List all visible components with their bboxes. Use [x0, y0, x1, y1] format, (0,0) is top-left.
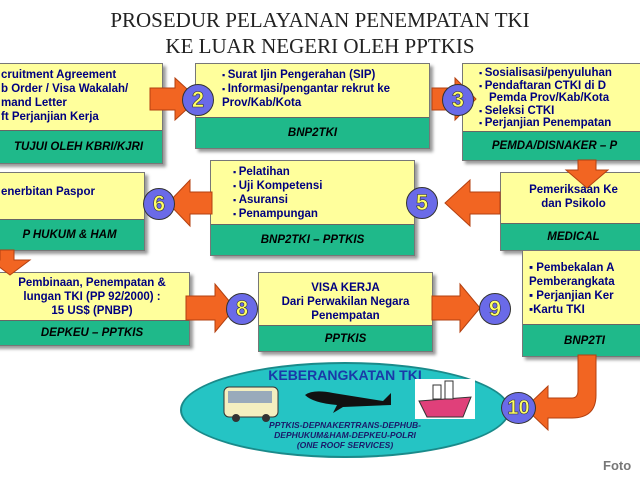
- step-5-box: Pelatihan Uji Kompetensi Asuransi Penamp…: [210, 160, 415, 256]
- step-7-item: lungan TKI (PP 92/2000) :: [23, 291, 161, 303]
- step-3-item: Pemda Prov/Kab/Kota: [489, 92, 610, 104]
- step-4-item: Pemeriksaan Ke: [529, 184, 618, 196]
- step-8-item: Dari Perwakilan Negara: [281, 296, 410, 308]
- departure-line: DEPHUKUM&HAM-DEPKEU-POLRI: [274, 430, 416, 440]
- step-3-item: Pendaftaran CTKI di D: [479, 80, 640, 93]
- step-8-item: Penempatan: [311, 310, 380, 322]
- bus-icon: [223, 386, 279, 422]
- arrow-icon-6: [167, 178, 213, 228]
- step-5-item: Pelatihan: [233, 165, 408, 179]
- step-1-items: cruitment Agreement b Order / Visa Wakal…: [0, 64, 162, 132]
- step-6-box: enerbitan Paspor P HUKUM & HAM: [0, 172, 145, 251]
- step-9-item: ▪Kartu TKI: [529, 304, 585, 316]
- step-9-item: Pemberangkata: [529, 276, 615, 288]
- step-5-item: Uji Kompetensi: [233, 179, 408, 193]
- step-1-item: mand Letter: [1, 97, 67, 109]
- ship-icon: [418, 380, 472, 418]
- step-8-items: VISA KERJA Dari Perwakilan Negara Penemp…: [259, 273, 432, 327]
- step-7-item: Pembinaan, Penempatan &: [18, 277, 166, 289]
- step-1-agency: TUJUI OLEH KBRI/KJRI: [0, 130, 162, 163]
- step-8-item: VISA KERJA: [311, 282, 380, 294]
- step-8-badge: 8: [226, 293, 258, 325]
- step-7-agency: DEPKEU – PPTKIS: [0, 320, 189, 345]
- airplane-icon: [305, 391, 391, 413]
- departure-line: (ONE ROOF SERVICES): [296, 440, 394, 450]
- step-8-agency: PPTKIS: [259, 325, 432, 351]
- step-5-badge: 5: [406, 187, 438, 219]
- step-7-box: Pembinaan, Penempatan & lungan TKI (PP 9…: [0, 272, 190, 346]
- departure-line: PPTKIS-DEPNAKERTRANS-DEPHUB-: [269, 420, 421, 430]
- step-5-item: Penampungan: [233, 207, 408, 221]
- step-2-items: Surat Ijin Pengerahan (SIP) Informasi/pe…: [196, 64, 429, 119]
- step-7-items: Pembinaan, Penempatan & lungan TKI (PP 9…: [0, 273, 189, 322]
- step-5-item: Asuransi: [233, 193, 408, 207]
- step-4-box: Pemeriksaan Ke dan Psikolo MEDICAL: [500, 172, 640, 251]
- step-6-items: enerbitan Paspor: [0, 173, 144, 221]
- arrow-icon-7: [0, 249, 32, 276]
- arrow-icon-9: [431, 282, 481, 334]
- step-10-badge: 10: [501, 392, 536, 424]
- step-1-box: cruitment Agreement b Order / Visa Wakal…: [0, 63, 163, 164]
- step-4-items: Pemeriksaan Ke dan Psikolo: [501, 173, 640, 225]
- step-4-item: dan Psikolo: [541, 198, 606, 210]
- step-3-item: Seleksi CTKI: [479, 105, 640, 118]
- step-3-items: Sosialisasi/penyuluhan Pendaftaran CTKI …: [463, 64, 640, 133]
- step-8-box: VISA KERJA Dari Perwakilan Negara Penemp…: [258, 272, 433, 352]
- step-6-item: enerbitan Paspor: [1, 186, 95, 198]
- step-3-item: Sosialisasi/penyuluhan: [479, 67, 640, 80]
- step-2-item: Informasi/pengantar rekrut ke Prov/Kab/K…: [222, 82, 423, 110]
- step-1-item: cruitment Agreement: [1, 69, 117, 81]
- departure-agencies: PPTKIS-DEPNAKERTRANS-DEPHUB- DEPHUKUM&HA…: [180, 420, 510, 450]
- departure-title: KEBERANGKATAN TKI: [268, 367, 422, 383]
- step-4-agency: MEDICAL: [501, 223, 640, 250]
- step-2-agency: BNP2TKI: [196, 117, 429, 148]
- ship-image: [415, 379, 475, 419]
- step-5-items: Pelatihan Uji Kompetensi Asuransi Penamp…: [211, 161, 414, 226]
- step-3-badge: 3: [442, 84, 474, 116]
- step-6-badge: 6: [143, 188, 175, 220]
- step-9-box: ▪ Pembekalan A Pemberangkata ▪ Perjanjia…: [522, 250, 640, 357]
- step-2-badge: 2: [182, 84, 214, 116]
- arrow-icon-4: [564, 159, 610, 189]
- step-9-item: ▪ Pembekalan A: [529, 262, 615, 274]
- arrow-icon-8: [185, 282, 236, 334]
- title-line-1: PROSEDUR PELAYANAN PENEMPATAN TKI: [110, 8, 530, 32]
- step-3-item: Perjanjian Penempatan: [479, 117, 640, 130]
- title-line-2: KE LUAR NEGERI OLEH PPTKIS: [165, 34, 475, 58]
- step-6-agency: P HUKUM & HAM: [0, 219, 144, 250]
- arrow-icon-10: [524, 354, 597, 432]
- step-9-agency: BNP2TI: [523, 324, 640, 356]
- step-1-item: b Order / Visa Wakalah/: [1, 83, 129, 95]
- step-9-badge: 9: [479, 293, 511, 325]
- step-2-box: Surat Ijin Pengerahan (SIP) Informasi/pe…: [195, 63, 430, 149]
- step-9-items: ▪ Pembekalan A Pemberangkata ▪ Perjanjia…: [523, 251, 640, 326]
- arrow-icon-5: [444, 178, 501, 228]
- step-1-item: ft Perjanjian Kerja: [1, 111, 99, 123]
- footer-label: Foto: [603, 458, 632, 473]
- step-5-agency: BNP2TKI – PPTKIS: [211, 224, 414, 255]
- step-2-item: Surat Ijin Pengerahan (SIP): [222, 68, 423, 82]
- step-3-agency: PEMDA/DISNAKER – P: [463, 131, 640, 160]
- step-7-item: 15 US$ (PNBP): [51, 305, 133, 317]
- step-9-item: ▪ Perjanjian Ker: [529, 290, 614, 302]
